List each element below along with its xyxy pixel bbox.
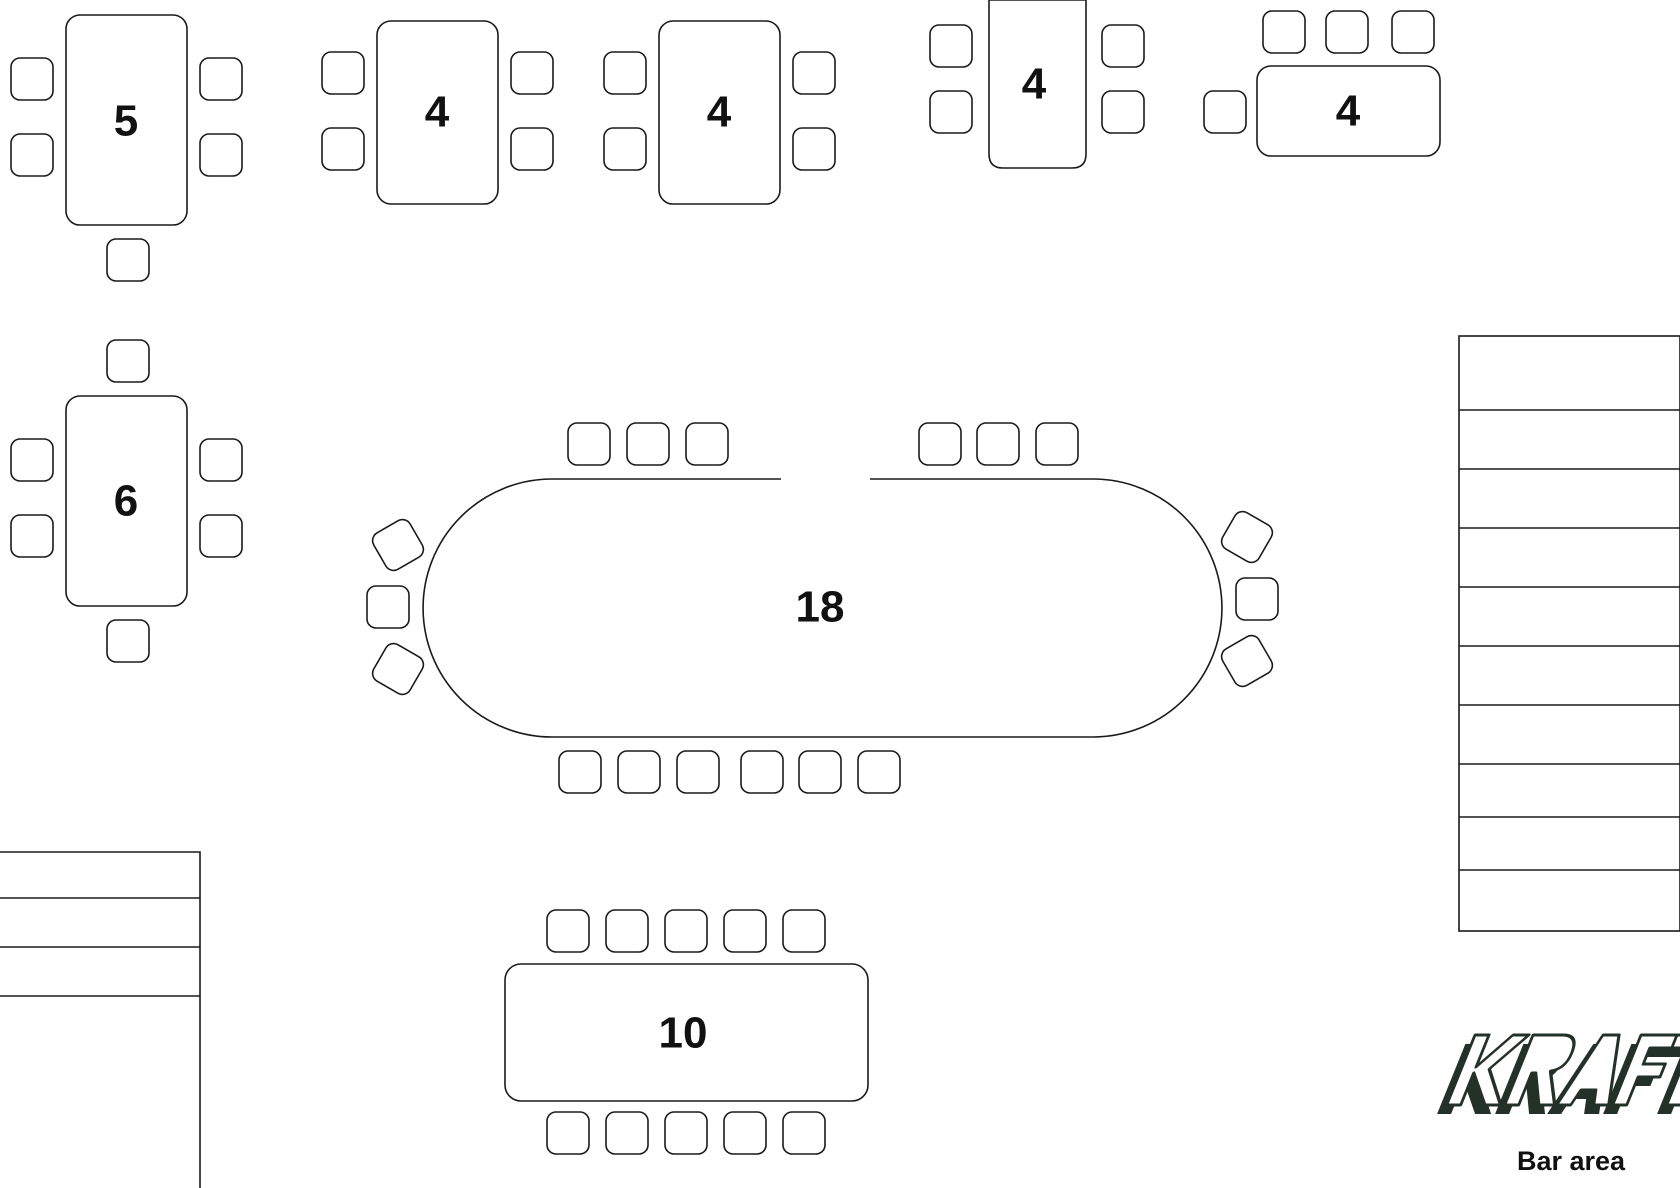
- chair: [1203, 90, 1247, 134]
- table-4-b-label: 4: [707, 88, 732, 137]
- chair: [929, 24, 973, 68]
- chair: [10, 57, 54, 101]
- chair: [106, 238, 150, 282]
- table-4-a[interactable]: [376, 20, 499, 205]
- chair: [723, 909, 767, 953]
- table-group-4-a: 4: [321, 20, 554, 205]
- chair: [199, 438, 243, 482]
- table-6-label: 6: [114, 477, 138, 526]
- chair: [321, 127, 365, 171]
- table-10[interactable]: [504, 963, 869, 1102]
- chair: [740, 750, 784, 794]
- chair: [1220, 634, 1274, 688]
- chair: [199, 133, 243, 177]
- chair: [676, 750, 720, 794]
- table-4-c-label: 4: [1022, 60, 1047, 109]
- chair: [664, 1111, 708, 1155]
- chair: [605, 1111, 649, 1155]
- table-group-5: 5: [10, 14, 243, 282]
- chair: [782, 909, 826, 953]
- table-group-6: 6: [10, 339, 243, 663]
- booth-left: [0, 851, 201, 1188]
- chair: [510, 51, 554, 95]
- chair: [371, 518, 425, 572]
- bar-counter-outline: [1458, 335, 1680, 932]
- chair: [1325, 10, 1369, 54]
- table-18[interactable]: [422, 478, 1223, 738]
- table-group-4-c: 4: [929, 0, 1145, 169]
- chair: [10, 438, 54, 482]
- chair: [603, 127, 647, 171]
- chair: [366, 585, 410, 629]
- chair: [199, 57, 243, 101]
- chair: [546, 1111, 590, 1155]
- table-4-a-label: 4: [425, 88, 450, 137]
- chair: [199, 514, 243, 558]
- chair: [929, 90, 973, 134]
- booth-left-outline: [0, 851, 201, 1188]
- chair: [321, 51, 365, 95]
- table-18-label: 18: [796, 583, 845, 632]
- table-4-b[interactable]: [658, 20, 781, 205]
- chair: [976, 422, 1020, 466]
- chair: [782, 1111, 826, 1155]
- chair: [723, 1111, 767, 1155]
- chair: [857, 750, 901, 794]
- chair: [605, 909, 649, 953]
- table-5-label: 5: [114, 97, 138, 146]
- chair: [371, 642, 425, 696]
- kraft-logo: [1437, 1033, 1680, 1114]
- table-4-d-label: 4: [1336, 87, 1361, 136]
- chair: [617, 750, 661, 794]
- table-group-18: 18: [366, 422, 1279, 794]
- chair: [567, 422, 611, 466]
- chair: [1235, 577, 1279, 621]
- chair: [603, 51, 647, 95]
- chair: [106, 619, 150, 663]
- table-group-4-b: 4: [603, 20, 836, 205]
- table-4-d[interactable]: [1256, 65, 1441, 157]
- table-group-10: 10: [504, 909, 869, 1155]
- chair: [1262, 10, 1306, 54]
- table-10-label: 10: [659, 1009, 708, 1058]
- table-4-c[interactable]: [988, 0, 1087, 169]
- chair: [792, 127, 836, 171]
- chair: [546, 909, 590, 953]
- chair: [10, 133, 54, 177]
- chair: [1101, 24, 1145, 68]
- chair: [664, 909, 708, 953]
- chair: [1391, 10, 1435, 54]
- chair: [558, 750, 602, 794]
- chair: [1101, 90, 1145, 134]
- chair: [626, 422, 670, 466]
- chair: [798, 750, 842, 794]
- table-group-4-d: 4: [1203, 10, 1441, 157]
- chair: [510, 127, 554, 171]
- table-6[interactable]: [65, 395, 188, 607]
- table-5[interactable]: [65, 14, 188, 226]
- chair: [1220, 510, 1274, 564]
- chair: [10, 514, 54, 558]
- bar-area-label: Bar area: [1517, 1146, 1626, 1176]
- chair: [685, 422, 729, 466]
- chair: [1035, 422, 1079, 466]
- chair: [792, 51, 836, 95]
- chair: [918, 422, 962, 466]
- chair: [106, 339, 150, 383]
- bar-counter: [1458, 335, 1680, 932]
